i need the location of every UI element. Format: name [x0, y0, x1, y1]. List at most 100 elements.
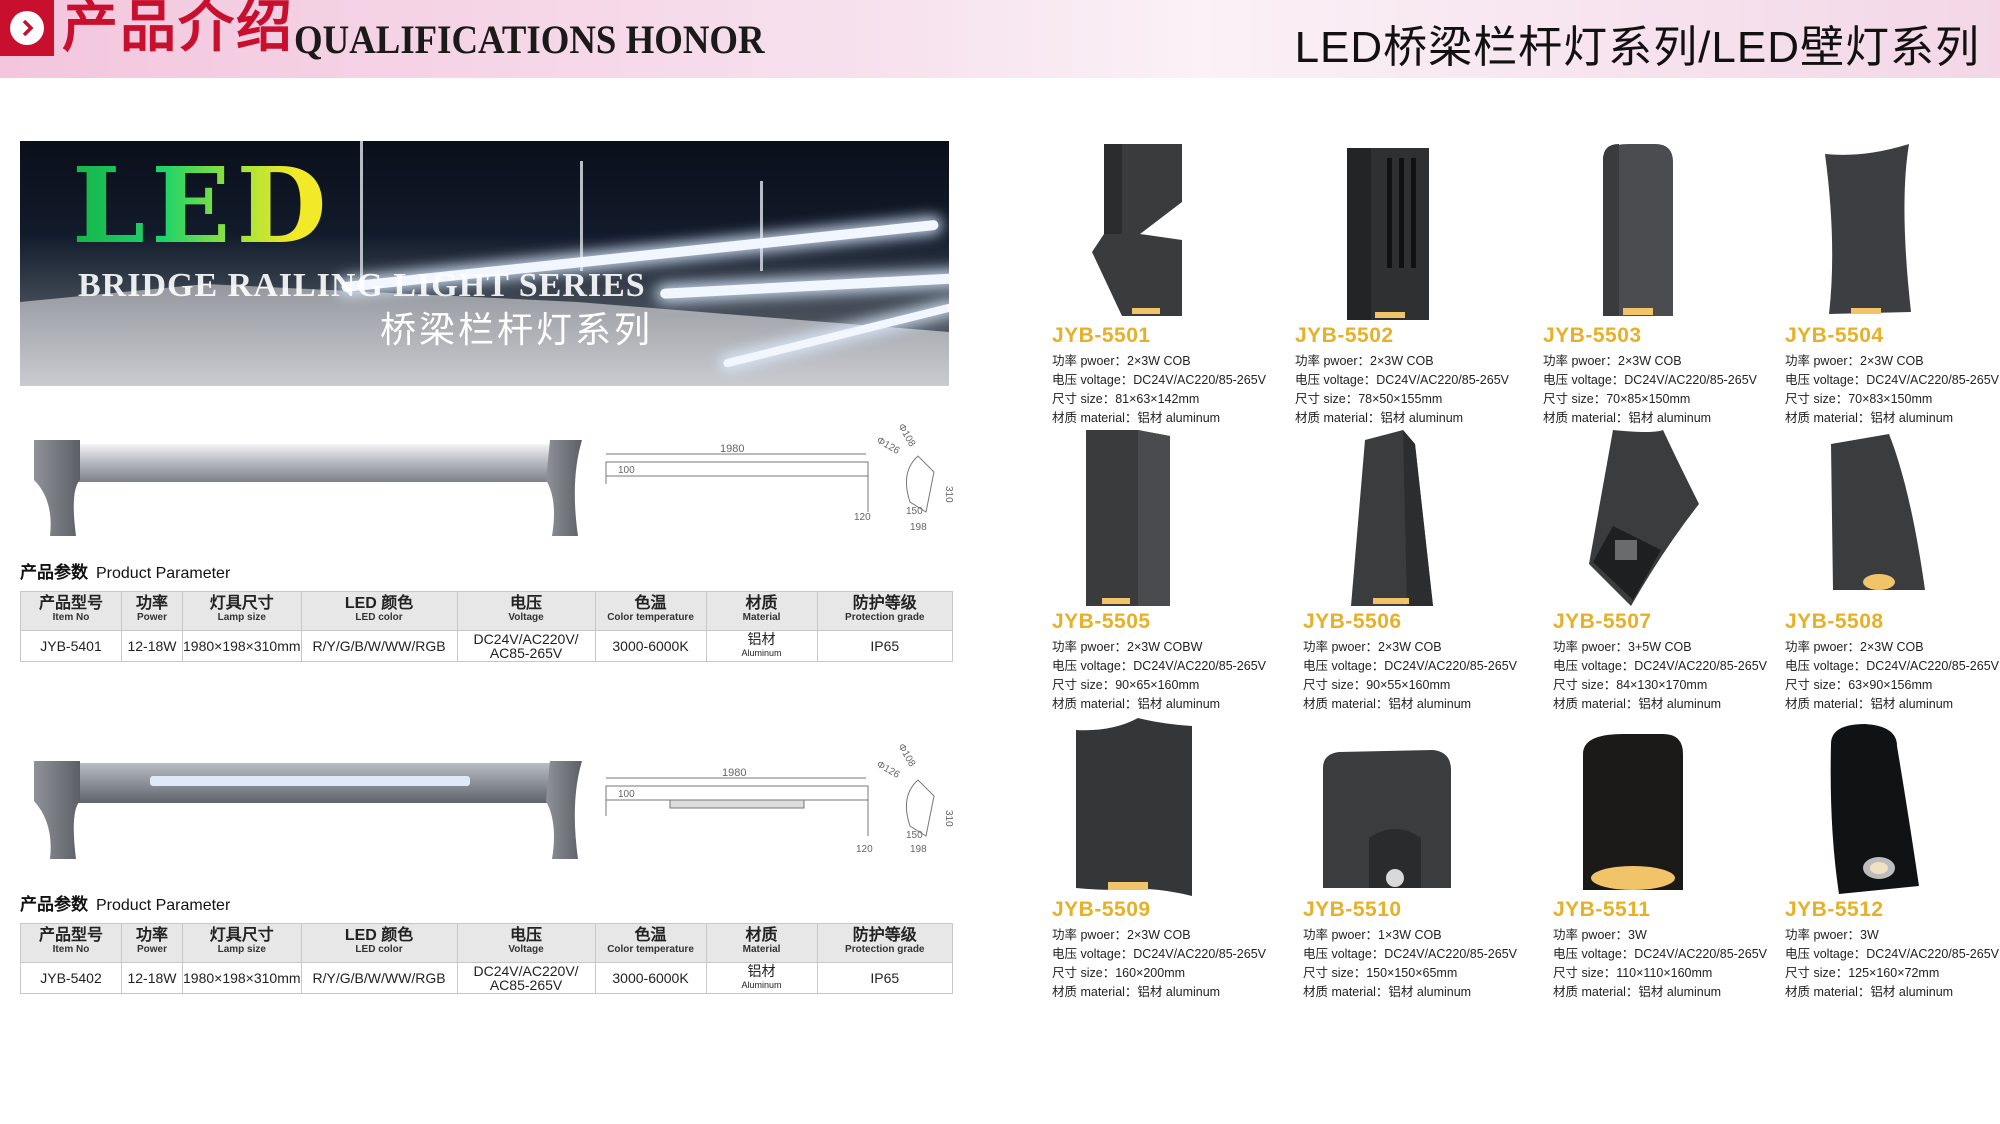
product-voltage: 电压 voltage：DC24V/AC220/85-265V: [1303, 659, 1518, 673]
product-power: 功率 pwoer：2×3W COBW: [1052, 640, 1203, 654]
product-card[interactable]: JYB-5506 功率 pwoer：2×3W COB 电压 voltage：DC…: [1303, 430, 1543, 712]
dim-bottom: 120: [856, 844, 873, 854]
street-pole: [580, 161, 583, 271]
dim-left: 100: [618, 789, 635, 800]
railing-dimension-drawing: 1980 100 120 Φ108 Φ126 310 150 198: [605, 742, 954, 854]
product-size: 尺寸 size：90×55×160mm: [1303, 678, 1451, 692]
chevron-right-icon: [10, 11, 44, 45]
product-size: 尺寸 size：125×160×72mm: [1785, 966, 1940, 980]
cell-voltage: DC24V/AC220V/AC85-265V: [456, 962, 596, 994]
banner-series-en: BRIDGE RAILING LIGHT SERIES: [78, 267, 646, 304]
header-title-en: QUALIFICATIONS HONOR: [294, 17, 765, 62]
product-voltage: 电压 voltage：DC24V/AC220/85-265V: [1052, 659, 1267, 673]
product-card[interactable]: JYB-5505 功率 pwoer：2×3W COBW 电压 voltage：D…: [1052, 430, 1292, 712]
product-material: 材质 material：铝材 aluminum: [1052, 697, 1221, 711]
product-code: JYB-5502: [1295, 324, 1394, 347]
table-row: JYB-5402 12-18W 1980×198×310mm R/Y/G/B/W…: [20, 962, 954, 994]
product-power: 功率 pwoer：2×3W COB: [1052, 928, 1191, 942]
product-card[interactable]: JYB-5511 功率 pwoer：3W 电压 voltage：DC24V/AC…: [1553, 718, 1793, 1000]
product-card[interactable]: JYB-5510 功率 pwoer：1×3W COB 电压 voltage：DC…: [1303, 718, 1543, 1000]
banner-series-cn: 桥梁栏杆灯系列: [380, 310, 654, 351]
product-voltage: 电压 voltage：DC24V/AC220/85-265V: [1543, 373, 1758, 387]
product-code: JYB-5504: [1785, 324, 1884, 347]
product-material: 材质 material：铝材 aluminum: [1303, 985, 1472, 999]
cell-ip: IP65: [816, 630, 954, 662]
railing-light-image: [34, 440, 582, 536]
product-voltage: 电压 voltage：DC24V/AC220/85-265V: [1303, 947, 1518, 961]
product-material: 材质 material：铝材 aluminum: [1052, 985, 1221, 999]
product-power: 功率 pwoer：1×3W COB: [1303, 928, 1442, 942]
street-pole: [360, 141, 363, 281]
product-material: 材质 material：铝材 aluminum: [1052, 411, 1221, 425]
product-power: 功率 pwoer：2×3W COB: [1052, 354, 1191, 368]
street-pole: [760, 181, 763, 271]
cell-power: 12-18W: [121, 630, 183, 662]
cell-color: R/Y/G/B/W/WW/RGB: [300, 962, 458, 994]
product-card[interactable]: JYB-5508 功率 pwoer：2×3W COB 电压 voltage：DC…: [1785, 430, 2000, 712]
cell-color: R/Y/G/B/W/WW/RGB: [300, 630, 458, 662]
wall-lamp-image: [1323, 750, 1451, 888]
hero-banner: LED BRIDGE RAILING LIGHT SERIES 桥梁栏杆灯系列: [20, 141, 949, 386]
product-size: 尺寸 size：70×85×150mm: [1543, 392, 1691, 406]
wall-lamp-image: [1351, 430, 1433, 606]
product-card[interactable]: JYB-5509 功率 pwoer：2×3W COB 电压 voltage：DC…: [1052, 718, 1292, 1000]
dim-height: 310: [943, 810, 954, 827]
product-size: 尺寸 size：160×200mm: [1052, 966, 1186, 980]
product-power: 功率 pwoer：3+5W COB: [1553, 640, 1692, 654]
header-series-title: LED桥梁栏杆灯系列/LED壁灯系列: [1294, 23, 1980, 72]
product-card[interactable]: JYB-5512 功率 pwoer：3W 电压 voltage：DC24V/AC…: [1785, 718, 2000, 1000]
product-code: JYB-5501: [1052, 324, 1151, 347]
railing-dimension-drawing: 1980 100 120 Φ108 Φ126 310 150 198: [605, 422, 954, 533]
product-code: JYB-5508: [1785, 610, 1884, 633]
product-card[interactable]: JYB-5501 功率 pwoer：2×3W COB 电压 voltage：DC…: [1052, 144, 1292, 426]
product-power: 功率 pwoer：2×3W COB: [1295, 354, 1434, 368]
product-material: 材质 material：铝材 aluminum: [1553, 697, 1722, 711]
product-voltage: 电压 voltage：DC24V/AC220/85-265V: [1052, 947, 1267, 961]
dim-w1: 150: [906, 506, 923, 517]
product-voltage: 电压 voltage：DC24V/AC220/85-265V: [1553, 947, 1768, 961]
wall-lamp-image: [1831, 434, 1925, 590]
product-card[interactable]: JYB-5503 功率 pwoer：2×3W COB 电压 voltage：DC…: [1543, 144, 1783, 426]
product-code: JYB-5512: [1785, 898, 1884, 921]
cell-voltage: DC24V/AC220V/AC85-265V: [456, 630, 596, 662]
dim-length: 1980: [720, 443, 744, 455]
product-power: 功率 pwoer：2×3W COB: [1785, 354, 1924, 368]
wall-lamp-image: [1076, 718, 1192, 896]
product-card[interactable]: JYB-5502 功率 pwoer：2×3W COB 电压 voltage：DC…: [1295, 144, 1535, 426]
dim-w2: 198: [910, 844, 927, 854]
product-voltage: 电压 voltage：DC24V/AC220/85-265V: [1295, 373, 1510, 387]
product-voltage: 电压 voltage：DC24V/AC220/85-265V: [1785, 373, 2000, 387]
cell-size: 1980×198×310mm: [182, 630, 302, 662]
product-size: 尺寸 size：81×63×142mm: [1052, 392, 1200, 406]
dim-w2: 198: [910, 522, 927, 533]
product-card[interactable]: JYB-5507 功率 pwoer：3+5W COB 电压 voltage：DC…: [1553, 430, 1793, 712]
product-voltage: 电压 voltage：DC24V/AC220/85-265V: [1785, 659, 2000, 673]
dim-left: 100: [618, 465, 635, 476]
header-title-cn: 产品介绍: [62, 0, 294, 60]
product-voltage: 电压 voltage：DC24V/AC220/85-265V: [1785, 947, 2000, 961]
dim-length: 1980: [722, 767, 746, 779]
product-card[interactable]: JYB-5504 功率 pwoer：2×3W COB 电压 voltage：DC…: [1785, 144, 2000, 426]
dim-phi2: Φ126: [875, 759, 902, 781]
arrow-badge[interactable]: [0, 0, 54, 56]
banner-led-text: LED: [72, 144, 333, 267]
table-row: JYB-5401 12-18W 1980×198×310mm R/Y/G/B/W…: [20, 630, 954, 662]
wall-lamp-image: [1603, 144, 1673, 316]
product-material: 材质 material：铝材 aluminum: [1543, 411, 1712, 425]
cell-power: 12-18W: [121, 962, 183, 994]
